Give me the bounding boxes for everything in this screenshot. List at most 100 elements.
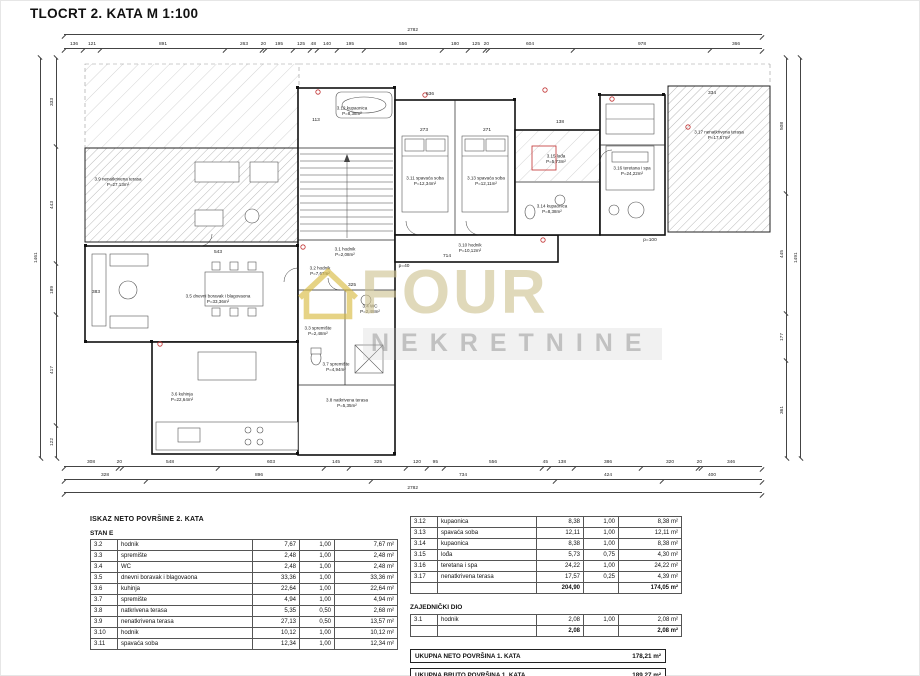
roof-overhang-dashed <box>299 63 771 86</box>
dimension-segment: 20 <box>261 40 267 49</box>
interior-dimension: 536 <box>425 91 435 97</box>
dimension-right-overall: 1491 <box>792 58 801 458</box>
dimension-segment: 896 <box>146 471 372 480</box>
total-bruto-box: UKUPNA BRUTO POVRŠINA 1. KATA 189,27 m² <box>410 668 666 676</box>
dimension-segment: 400 <box>661 471 762 480</box>
room-label: 3.16 teretana i spa P=24,22m² <box>613 166 651 177</box>
room-label: 3.10 hodnik P=10,12m² <box>458 243 482 254</box>
apartment-label: STAN E <box>90 530 114 537</box>
dimension-segment: 891 <box>100 40 226 49</box>
dimension-segment: 603 <box>217 458 324 467</box>
common-area-table: 3.1 hodnik 2,08 1,00 2,08 m² 2,08 2,08 m… <box>410 614 682 637</box>
room-label: 3.7 spremište P=4,94m² <box>322 362 350 373</box>
dimension-segment: 189 <box>48 264 57 315</box>
dimension-segment: 734 <box>371 471 556 480</box>
interior-dimension: 383 <box>91 289 101 295</box>
room-label: 3.14 kupaonica P=8,38m² <box>536 204 568 215</box>
table-row: 3.15 lođa 5,73 0,75 4,30 m² <box>410 549 682 561</box>
dimension-segment: 125 <box>467 40 486 49</box>
stairs <box>300 153 393 238</box>
dimension-segment: 145 <box>323 458 350 467</box>
column-markers <box>84 86 665 455</box>
interior-walls <box>298 100 665 386</box>
interior-dimension: p=100 <box>643 237 657 243</box>
table-row: 3.2 hodnik 7,67 1,00 7,67 m² <box>90 539 398 551</box>
dimension-segment: 978 <box>572 40 711 49</box>
dimension-segment: 20 <box>484 40 489 49</box>
dimension-segment: 556 <box>364 40 443 49</box>
furniture <box>91 91 655 451</box>
dimension-segment: 180 <box>442 40 468 49</box>
table-row: 3.8 natkrivena terasa 5,35 0,50 2,68 m² <box>90 605 398 617</box>
net-area-title: ISKAZ NETO POVRŠINE 2. KATA <box>90 516 204 523</box>
room-label: 3.1 hodnik P=2,08m² <box>334 247 356 258</box>
dimension-segment: 417 <box>48 314 57 426</box>
room-label: 3.8 natkrivena terasa P=5,35m² <box>325 398 369 409</box>
room-label: 3.13 spavaća soba P=12,11m² <box>467 176 505 187</box>
interior-dimension: 325 <box>347 282 357 288</box>
sum-row-common: 2,08 2,08 m² <box>410 625 682 637</box>
dimension-segment: 95 <box>427 458 444 467</box>
interior-dimension: 273 <box>419 127 429 133</box>
table-row: 3.17 nenatkrivena terasa 17,57 0,25 4,39… <box>410 571 682 583</box>
table-row: 3.9 nenatkrivena terasa 27,13 0,50 13,57… <box>90 616 398 628</box>
dimension-segment: 325 <box>349 458 407 467</box>
dimension-segment: 308 <box>64 458 119 467</box>
sum-row-stan-e: 204,90 174,05 m² <box>410 582 682 594</box>
dimension-segment: 445 <box>778 194 787 314</box>
room-label: 3.4 WC P=2,48m² <box>360 304 380 315</box>
dimension-segment: 604 <box>487 40 573 49</box>
table-row: 3.13 spavaća soba 12,11 1,00 12,11 m² <box>410 527 682 539</box>
dimension-segment: 320 <box>641 458 698 467</box>
interior-dimension: 138 <box>555 119 565 125</box>
dimension-segment: 120 <box>406 458 428 467</box>
dimension-segment: 48 <box>310 40 317 49</box>
dimension-segment: 195 <box>265 40 293 49</box>
dimension-segment: 328 <box>64 471 147 480</box>
terrace-hatch-areas <box>84 63 771 243</box>
dimension-segment: 333 <box>48 58 57 147</box>
table-row: 3.1 hodnik 2,08 1,00 2,08 m² <box>410 614 682 626</box>
dimension-segment: 386 <box>573 458 642 467</box>
dimension-segment: 138 <box>549 458 574 467</box>
dimension-segment: 140 <box>316 40 337 49</box>
room-label: 3.17 nenatkrivena terasa P=17,57m² <box>694 130 744 141</box>
dimension-left-overall: 1461 <box>32 58 41 458</box>
room-label: 3.3 spremište P=2,48m² <box>304 326 332 337</box>
total-bruto-value: 189,27 m² <box>632 671 661 676</box>
table-row: 3.12 kupaonica 8,38 1,00 8,38 m² <box>410 516 682 528</box>
dimension-segment: 1461 <box>32 58 41 458</box>
table-row: 3.10 hodnik 10,12 1,00 10,12 m² <box>90 627 398 639</box>
interior-dimension: 271 <box>482 127 492 133</box>
dimension-segment: 20 <box>117 458 123 467</box>
interior-dimension: 113 <box>312 117 320 123</box>
dimension-bottom-overall: 2782 <box>64 484 762 493</box>
dimension-segment: 548 <box>121 458 218 467</box>
table-row: 3.14 kupaonica 8,38 1,00 8,38 m² <box>410 538 682 550</box>
dimension-segment: 45 <box>541 458 550 467</box>
room-label: 3.2 hodnik P=7,67m² <box>309 266 331 277</box>
dimension-segment: 556 <box>443 458 542 467</box>
dimension-segment: 361 <box>778 361 787 458</box>
interior-dimension: 334 <box>707 90 717 96</box>
dimension-segment: 125 <box>292 40 311 49</box>
totals-section: UKUPNA NETO POVRŠINA 1. KATA 178,21 m² U… <box>410 649 682 676</box>
total-neto-label: UKUPNA NETO POVRŠINA 1. KATA <box>415 652 521 660</box>
table-row: 3.11 spavaća soba 12,34 1,00 12,34 m² <box>90 638 398 650</box>
table-row: 3.5 dnevni boravak i blagovaona 33,36 1,… <box>90 572 398 584</box>
dimension-segment: 2782 <box>64 26 762 35</box>
total-neto-box: UKUPNA NETO POVRŠINA 1. KATA 178,21 m² <box>410 649 666 663</box>
loggia-hatch <box>516 131 599 181</box>
dimension-segment: 2782 <box>64 484 762 493</box>
dimension-segment: 177 <box>778 313 787 362</box>
dimension-segment: 508 <box>778 58 787 195</box>
net-area-table-left: 3.2 hodnik 7,67 1,00 7,67 m² 3.3 spremiš… <box>90 539 398 650</box>
room-label: 3.11 spavaća soba P=12,34m² <box>406 176 444 187</box>
total-bruto-label: UKUPNA BRUTO POVRŠINA 1. KATA <box>415 671 526 676</box>
room-label: 3.6 kuhinja P=22,64m² <box>170 392 194 403</box>
